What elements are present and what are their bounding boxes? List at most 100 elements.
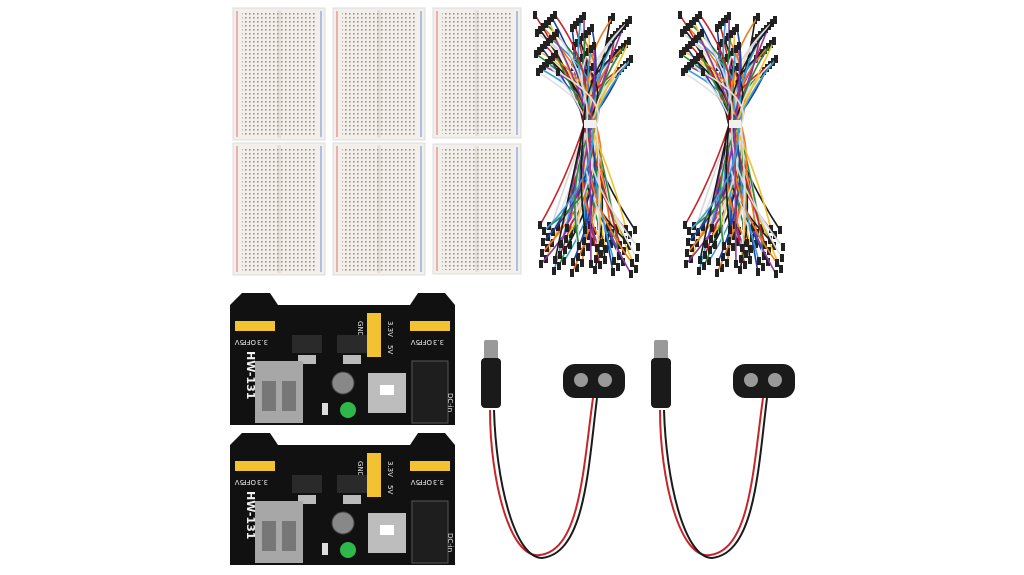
wire-connector [714, 230, 718, 238]
switch-button [380, 385, 394, 395]
wire-connector [564, 235, 568, 243]
wire-connector [719, 60, 723, 68]
jumper-wire [589, 45, 596, 265]
wire-connector [555, 29, 559, 37]
wire-connector [576, 18, 580, 26]
breadboard-holes [442, 148, 512, 270]
wire-connector [584, 30, 588, 38]
wire-connector [725, 54, 729, 62]
rail-label: 5V [386, 345, 394, 354]
wire-connector [678, 11, 682, 19]
wire-connector [550, 239, 554, 247]
rail-label: GND [356, 321, 364, 337]
wire-connector [592, 42, 596, 50]
wire-connector [538, 221, 542, 229]
jumper-wire [543, 58, 632, 232]
wire-connector [702, 262, 706, 270]
wire-connector [627, 242, 631, 250]
wire-connector [575, 264, 579, 272]
wire-connector [780, 254, 784, 262]
breadboard-2-top [332, 7, 426, 141]
wire-connector [538, 26, 542, 34]
wire-connector [733, 66, 737, 74]
usb-slot [282, 381, 296, 411]
red-wire [659, 397, 764, 557]
wire-connector [617, 252, 621, 260]
wire-connector [731, 48, 735, 56]
wire-connector [737, 42, 741, 50]
wire-connector [569, 230, 573, 238]
wire-connector [688, 41, 692, 49]
jumper-label: 3.3 [257, 478, 268, 486]
jumper-label: 5V [235, 338, 244, 346]
wire-connector [775, 259, 779, 267]
wire-connector [591, 63, 595, 71]
wire-connector [732, 232, 736, 240]
jumper-wire [730, 66, 778, 264]
wire-connector [544, 20, 548, 28]
breadboard-holes [342, 147, 416, 271]
wire-connector [761, 263, 765, 271]
wire-connector [541, 238, 545, 246]
wire-connector [589, 45, 593, 53]
wire-connector [735, 24, 739, 32]
wire-connector [540, 249, 544, 257]
rail-label: 3.3V [386, 461, 394, 477]
wire-connector [720, 264, 724, 272]
wire-connector [778, 226, 782, 234]
jumper-wire [575, 72, 593, 258]
model-label: HW-131 [244, 491, 257, 539]
wire-connector [636, 243, 640, 251]
wire-connector [721, 18, 725, 26]
wire-connector [781, 243, 785, 251]
jumper-label: 5V [235, 478, 244, 486]
wire-connector [553, 256, 557, 264]
battery-clip-2 [651, 340, 795, 560]
wire-connector [629, 270, 633, 278]
wire-connector [615, 224, 619, 232]
wire-connector [539, 65, 543, 73]
wire-connector [599, 250, 603, 258]
wire-connector [772, 242, 776, 250]
wire-connector [628, 231, 632, 239]
wire-connector [680, 29, 684, 37]
wire-connector [586, 48, 590, 56]
wire-connector [552, 267, 556, 275]
jumper-left [235, 461, 275, 471]
wire-connector [587, 27, 591, 35]
wire-connector [634, 265, 638, 273]
wire-connector [606, 223, 610, 231]
wire-connector [732, 27, 736, 35]
wire-connector [737, 227, 741, 235]
wire-connector [568, 241, 572, 249]
wire-connector [687, 62, 691, 70]
wire-connector [752, 37, 756, 45]
wire-connector [716, 258, 720, 266]
dc-jack [411, 500, 449, 564]
wire-connector [559, 240, 563, 248]
wire-connector [686, 238, 690, 246]
wire-connector [548, 56, 552, 64]
wire-connector [697, 267, 701, 275]
led [340, 542, 356, 558]
wire-connector [739, 255, 743, 263]
wire-connector [542, 62, 546, 70]
wire-connector [718, 21, 722, 29]
jumper-wire [702, 71, 746, 249]
wire-connector [590, 24, 594, 32]
wire-connector [554, 50, 558, 58]
wire-connector [558, 251, 562, 259]
wire-connector [580, 259, 584, 267]
wire-connector [774, 55, 778, 63]
jumper-wire [700, 53, 739, 247]
wire-connector [728, 51, 732, 59]
wire-connector [633, 226, 637, 234]
wire-connector [734, 260, 738, 268]
wire-connector [609, 240, 613, 248]
wire-connector [616, 263, 620, 271]
wire-connector [685, 44, 689, 52]
voltage-regulator [337, 335, 367, 353]
jumper-label: 3.3 [433, 478, 444, 486]
wire-connector [683, 26, 687, 34]
jumper-right [410, 321, 450, 331]
